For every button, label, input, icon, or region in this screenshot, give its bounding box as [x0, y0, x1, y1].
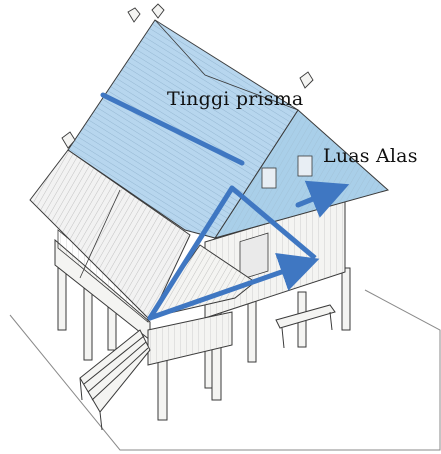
height-label: Tinggi prisma [167, 88, 303, 110]
base-area-label: Luas Alas [323, 145, 418, 167]
